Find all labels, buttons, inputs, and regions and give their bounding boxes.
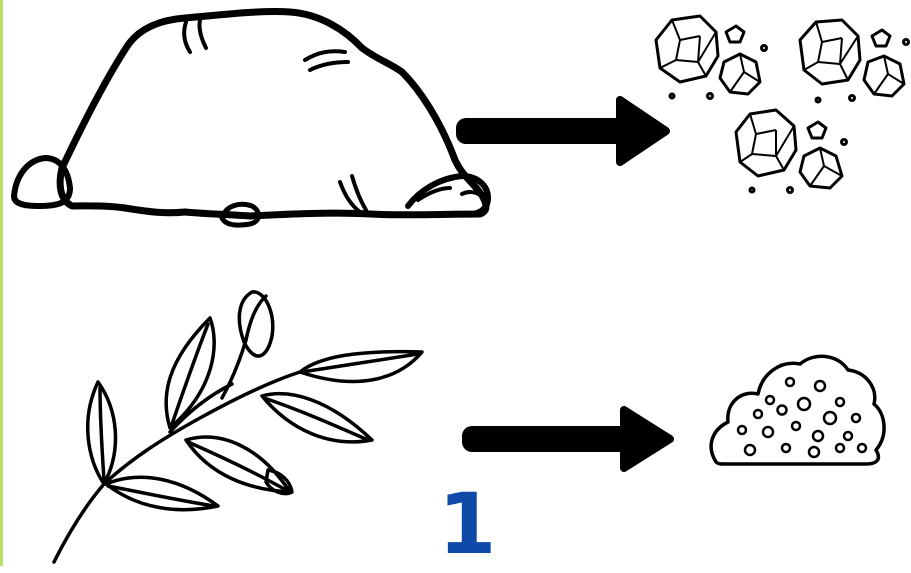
arrow-right-icon: [456, 100, 666, 162]
soil-mound-icon: [711, 356, 884, 464]
broken-rock-pieces-icon: [656, 16, 909, 193]
arrow-right-icon: [462, 410, 670, 468]
boulder-icon: [14, 12, 488, 226]
page-number: 1: [438, 482, 488, 566]
leafy-branch-icon: [54, 292, 422, 562]
